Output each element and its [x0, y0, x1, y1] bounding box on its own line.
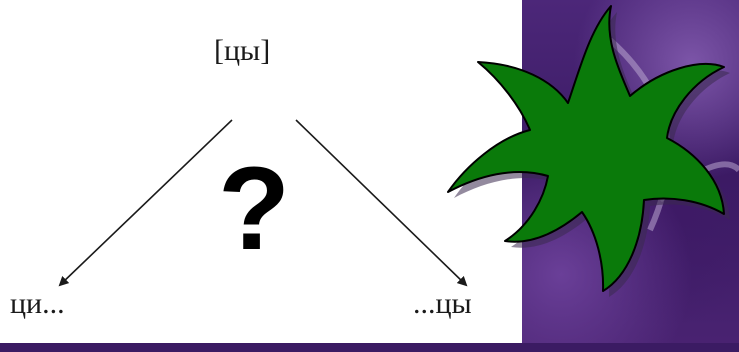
top-node-label: [цы] — [214, 36, 270, 66]
arrow-right — [296, 120, 466, 285]
question-mark: ? — [218, 150, 290, 268]
green-star-icon — [448, 6, 724, 291]
right-node-label: ...цы — [413, 289, 472, 319]
arrow-left — [60, 120, 232, 285]
left-node-label: ци... — [10, 289, 65, 319]
